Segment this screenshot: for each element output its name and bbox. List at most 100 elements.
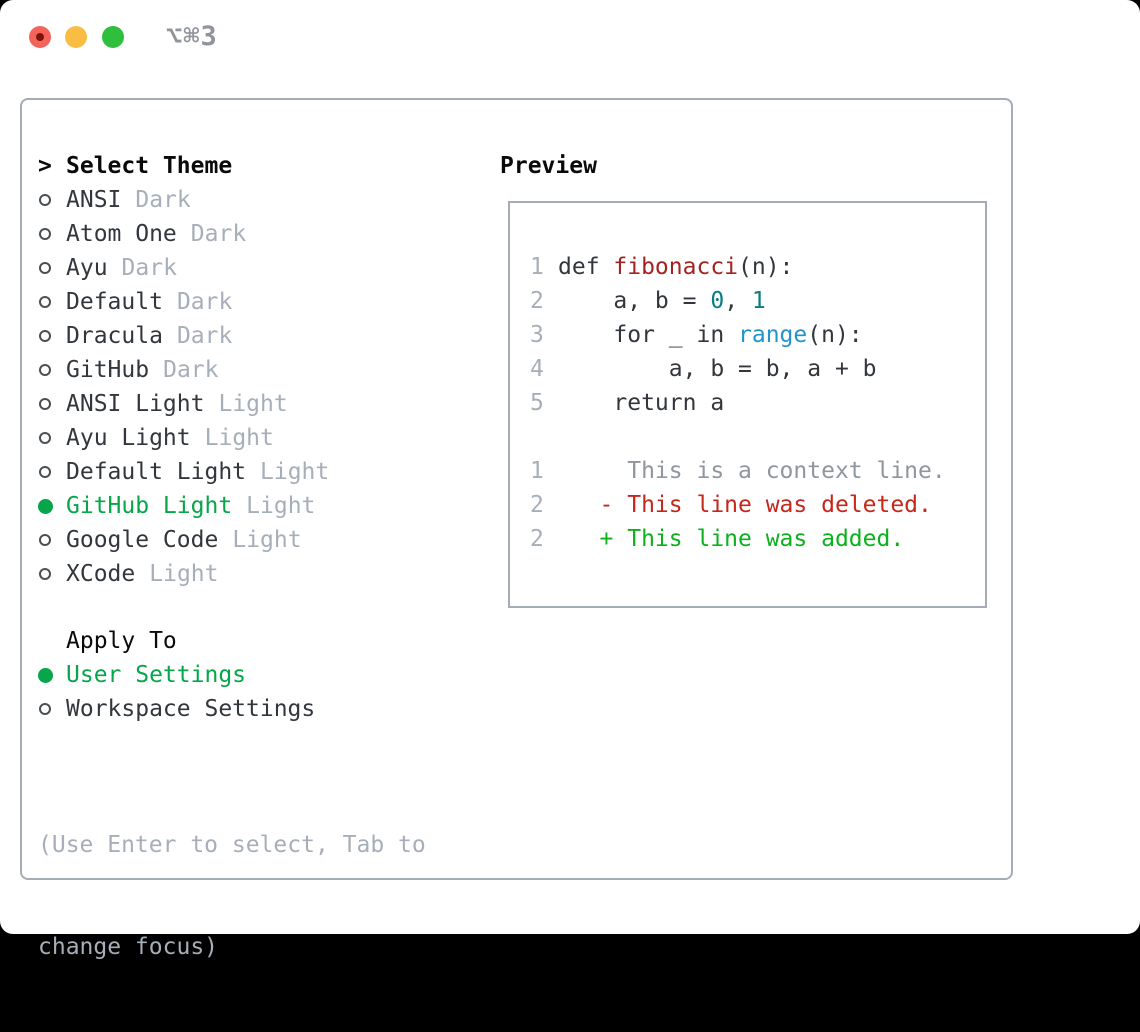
theme-option-ansi[interactable]: ANSI Dark	[38, 183, 426, 217]
theme-variant-tag: Light	[246, 493, 316, 519]
theme-name: Default Light	[66, 459, 247, 485]
minimize-button[interactable]	[65, 26, 87, 48]
theme-name: Atom One	[66, 221, 177, 247]
code-line: 5 return a	[530, 386, 985, 420]
code-segment: ,	[724, 288, 752, 314]
radio-icon	[38, 262, 66, 274]
code-segment: return a	[558, 390, 725, 416]
hollow-circle-icon	[39, 330, 51, 342]
filled-circle-icon	[38, 498, 53, 514]
select-theme-header: >Select Theme	[38, 149, 426, 183]
theme-name: ANSI	[66, 187, 122, 213]
theme-name: Default	[66, 289, 163, 315]
hollow-circle-icon	[39, 262, 51, 274]
theme-variant-tag: Dark	[190, 221, 247, 247]
selected-radio-icon	[38, 498, 66, 514]
close-button[interactable]	[29, 26, 51, 48]
preview-title: Preview	[500, 153, 597, 179]
hollow-circle-icon	[39, 703, 51, 715]
theme-name: ANSI Light	[66, 391, 205, 417]
cursor-marker: >	[38, 153, 66, 179]
zoom-button[interactable]	[102, 26, 124, 48]
arrow-icon: >	[38, 153, 52, 179]
code-segment: 1	[751, 288, 766, 314]
theme-variant-tag: Dark	[176, 323, 233, 349]
code-segment: This is a context line.	[558, 458, 946, 484]
radio-icon	[38, 228, 66, 240]
theme-option-atom-one[interactable]: Atom One Dark	[38, 217, 426, 251]
theme-variant-tag: Dark	[121, 255, 177, 281]
theme-variant-tag: Dark	[135, 187, 191, 213]
selected-radio-icon	[38, 667, 66, 683]
code-line: 4 a, b = b, a + b	[530, 352, 985, 386]
hollow-circle-icon	[39, 432, 51, 444]
theme-name: Google Code	[66, 527, 219, 553]
theme-option-ayu[interactable]: Ayu Dark	[38, 251, 426, 285]
hollow-circle-icon	[39, 364, 51, 376]
hollow-circle-icon	[39, 228, 51, 240]
theme-option-ansi-light[interactable]: ANSI Light Light	[38, 387, 426, 421]
filled-circle-icon	[38, 667, 53, 683]
theme-name: Ayu	[66, 255, 108, 281]
line-number: 2	[530, 492, 544, 518]
radio-icon	[38, 330, 66, 342]
theme-name: GitHub	[66, 357, 150, 383]
radio-icon	[38, 703, 66, 715]
theme-variant-tag: Light	[204, 425, 274, 451]
hollow-circle-icon	[39, 194, 51, 206]
apply-option-label: Workspace Settings	[66, 696, 316, 722]
code-segment: range	[738, 322, 808, 348]
apply-option-workspace-settings[interactable]: Workspace Settings	[38, 692, 426, 726]
hollow-circle-icon	[39, 296, 51, 308]
line-number: 4	[530, 356, 544, 382]
radio-icon	[38, 568, 66, 580]
code-line: 2 + This line was added.	[530, 522, 985, 556]
radio-icon	[38, 398, 66, 410]
code-line: 1 This is a context line.	[530, 454, 985, 488]
theme-variant-tag: Light	[218, 391, 288, 417]
code-line: 2 - This line was deleted.	[530, 488, 985, 522]
hint-line-2: change focus)	[38, 934, 219, 960]
code-segment: (n):	[738, 254, 794, 280]
theme-name: Dracula	[66, 323, 163, 349]
theme-option-default-light[interactable]: Default Light Light	[38, 455, 426, 489]
apply-to-title: Apply To	[66, 628, 177, 654]
code-segment: for _ in	[558, 322, 739, 348]
theme-option-dracula[interactable]: Dracula Dark	[38, 319, 426, 353]
theme-name: GitHub Light	[66, 493, 233, 519]
code-segment: - This line was deleted.	[558, 492, 932, 518]
hollow-circle-icon	[39, 398, 51, 410]
code-line	[530, 420, 985, 454]
radio-icon	[38, 534, 66, 546]
code-segment: + This line was added.	[558, 526, 905, 552]
radio-icon	[38, 296, 66, 308]
radio-icon	[38, 364, 66, 376]
radio-icon	[38, 432, 66, 444]
hint-line-1: (Use Enter to select, Tab to	[38, 832, 426, 858]
apply-option-user-settings[interactable]: User Settings	[38, 658, 426, 692]
theme-option-github[interactable]: GitHub Dark	[38, 353, 426, 387]
code-segment: (n):	[807, 322, 863, 348]
code-segment: a, b =	[558, 288, 711, 314]
code-line: 2 a, b = 0, 1	[530, 284, 985, 318]
theme-variant-tag: Dark	[163, 357, 219, 383]
hollow-circle-icon	[39, 534, 51, 546]
keyboard-hint: (Use Enter to select, Tab to change focu…	[38, 760, 426, 1032]
theme-variant-tag: Light	[260, 459, 330, 485]
radio-icon	[38, 194, 66, 206]
line-number: 3	[530, 322, 544, 348]
theme-option-github-light[interactable]: GitHub Light Light	[38, 489, 426, 523]
radio-icon	[38, 466, 66, 478]
code-segment: def	[558, 254, 614, 280]
